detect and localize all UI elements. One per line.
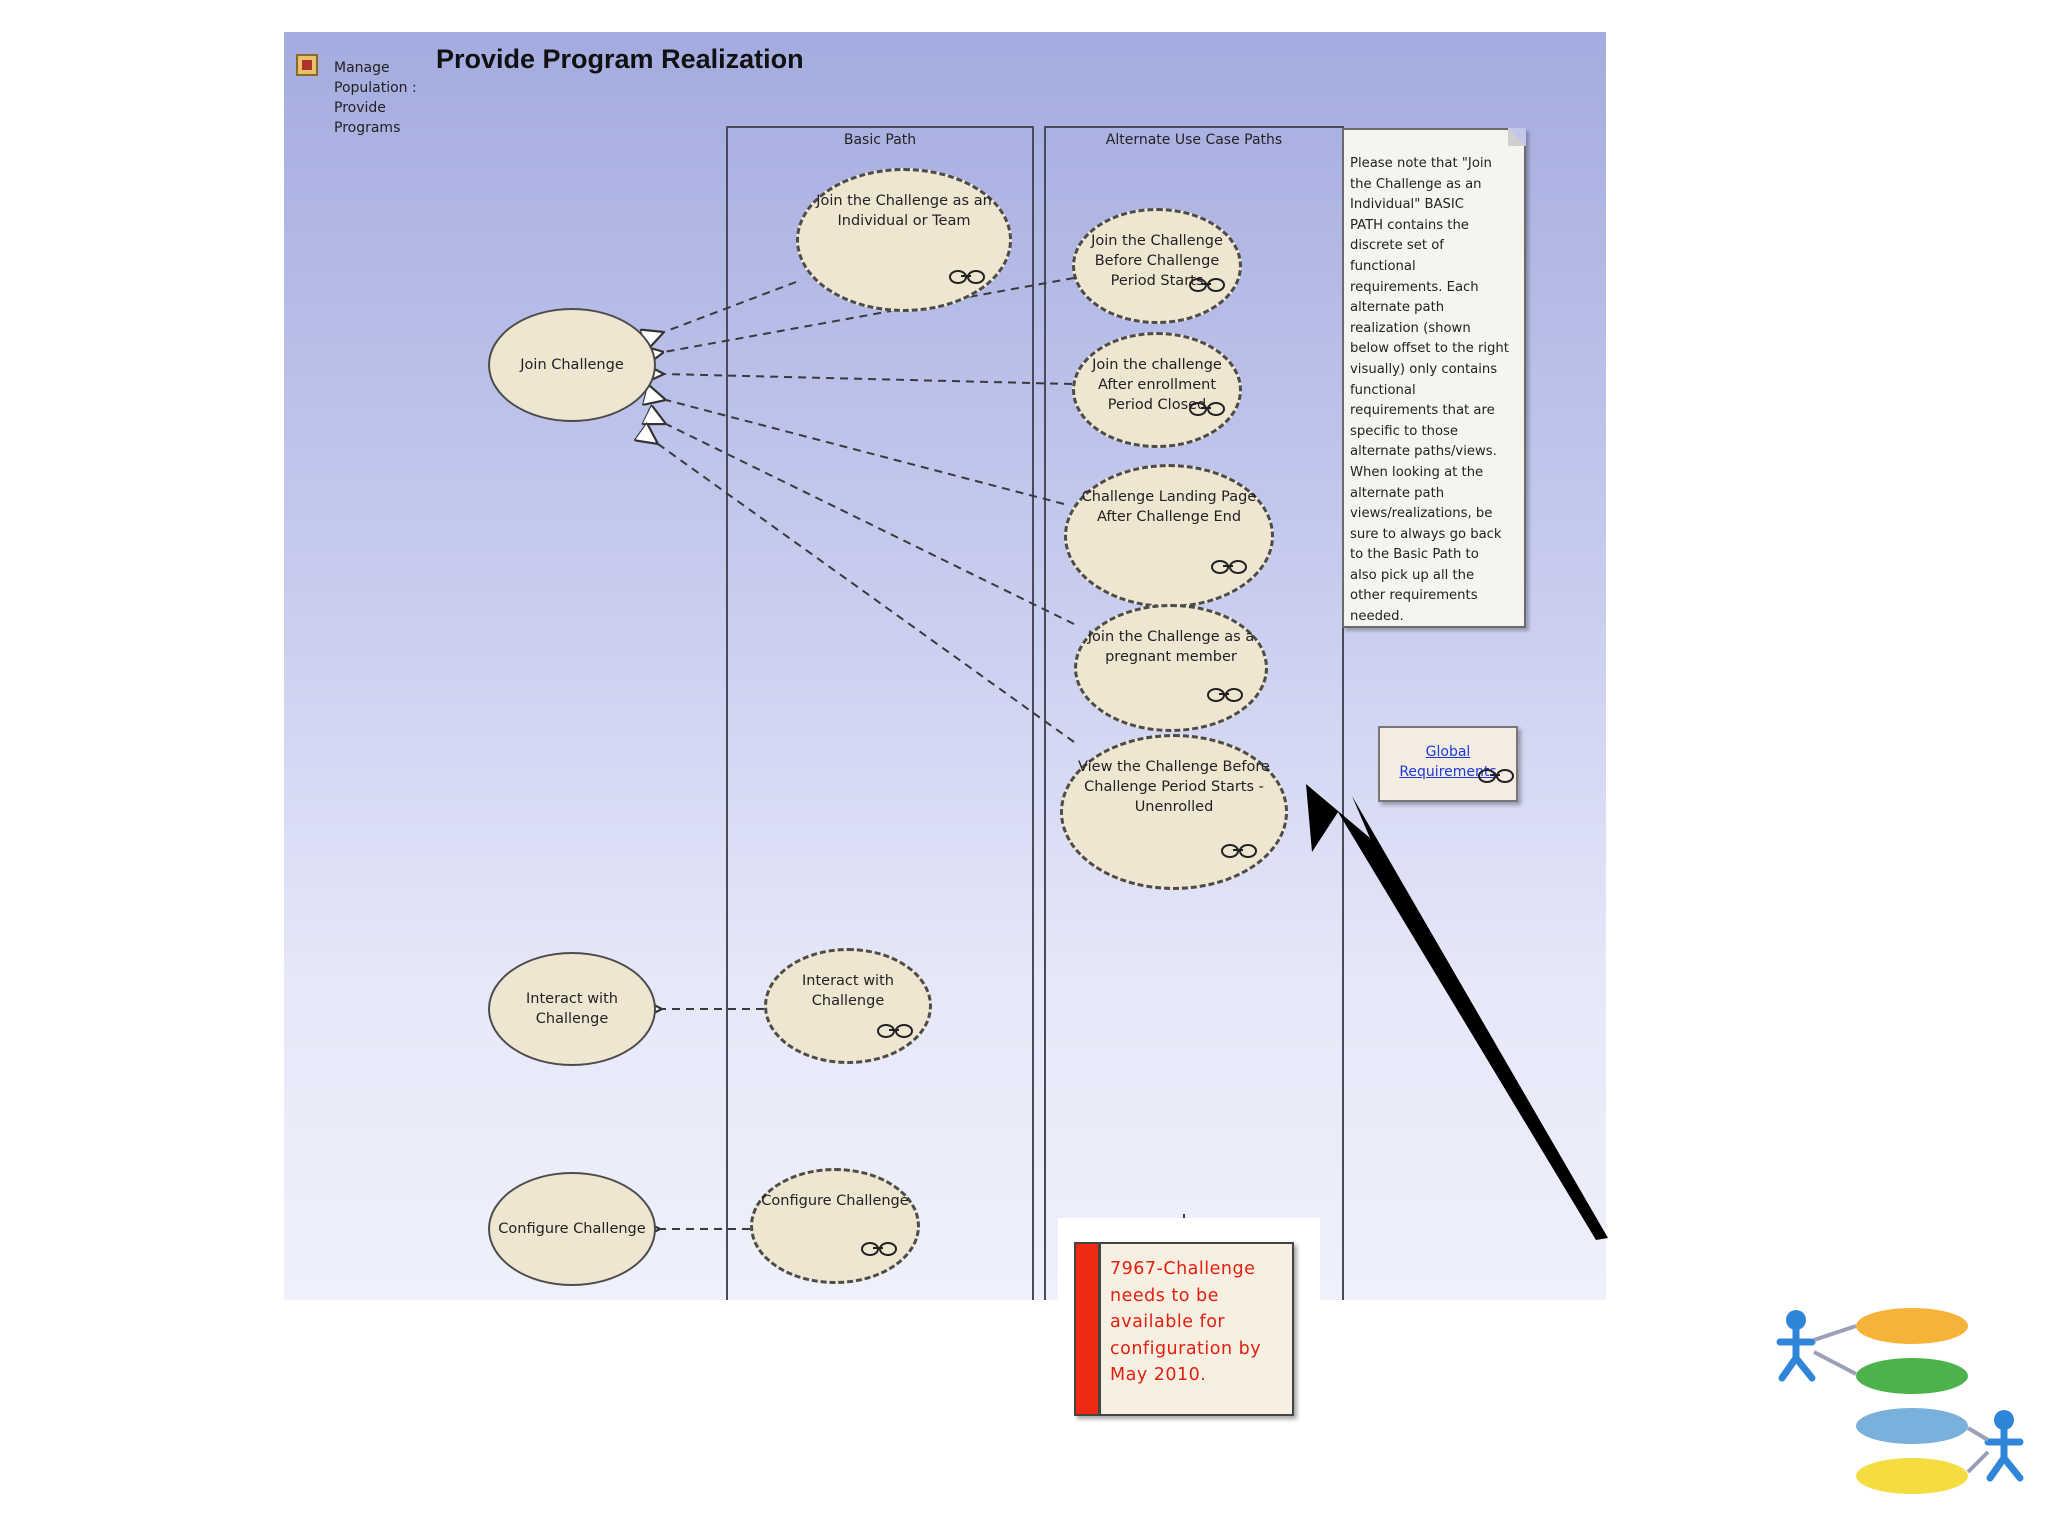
basic-path-lane-title: Basic Path [843,132,917,148]
logo-ellipse-blue [1856,1408,1968,1444]
collaboration-icon [1205,687,1245,702]
alternate-paths-lane: Alternate Use Case Paths [1044,126,1344,1300]
connector-alt-2 [664,374,1073,385]
package-caption: Manage Population : Provide Programs [334,60,417,136]
logo-ellipse-orange [1856,1308,1968,1344]
realization-alt-after-enrollment-closed[interactable]: Join the challenge After enrollment Peri… [1072,332,1242,448]
realization-alt-view-unenrolled[interactable]: View the Challenge Before Challenge Peri… [1060,734,1288,890]
collaboration-icon [859,1241,899,1256]
global-requirements-box: Global Requirements [1378,726,1518,802]
collaboration-icon [1187,401,1227,416]
requirement-stripe [1076,1244,1101,1414]
realization-join-individual-team[interactable]: Join the Challenge as an Individual or T… [796,168,1012,312]
package-icon [296,54,318,76]
realization-alt-landing-after-end[interactable]: Challenge Landing Page After Challenge E… [1064,464,1274,608]
realization-alt-before-period-starts[interactable]: Join the Challenge Before Challenge Peri… [1072,208,1242,324]
logo [1776,1308,2024,1494]
usecase-configure-challenge[interactable]: Configure Challenge [488,1172,656,1286]
pointer-arrow [1306,784,1608,1240]
logo-lines-right [1966,1426,1990,1474]
collaboration-icon [1219,843,1259,858]
connector-alt-4 [666,424,1075,625]
logo-actor-right [1984,1410,2024,1482]
logo-ellipse-yellow [1856,1458,1968,1494]
collaboration-icon [947,269,987,284]
realization-configure-challenge[interactable]: Configure Challenge [750,1168,920,1284]
requirement-note[interactable]: 7967-Challenge needs to be available for… [1074,1242,1294,1416]
diagram-canvas: Manage Population : Provide Programs Pro… [284,32,1606,1300]
collaboration-icon [1209,559,1249,574]
collaboration-icon [875,1023,915,1038]
basic-path-lane: Basic Path [726,126,1034,1300]
connector-alt-5 [658,444,1075,743]
global-requirements-link[interactable]: Global Requirements [1399,744,1497,780]
usecase-join-challenge[interactable]: Join Challenge [488,308,656,422]
collaboration-icon [1476,768,1516,783]
collaboration-icon [1187,277,1227,292]
logo-actor-left [1776,1310,1816,1382]
realization-interact-with-challenge[interactable]: Interact with Challenge [764,948,932,1064]
logo-lines-left [1813,1324,1857,1376]
connector-basic-join [664,281,797,332]
connectors-layer [284,277,1185,1280]
requirement-text: 7967-Challenge needs to be available for… [1110,1259,1262,1385]
usecase-interact-with-challenge[interactable]: Interact with Challenge [488,952,656,1066]
realization-alt-pregnant-member[interactable]: Join the Challenge as a pregnant member [1074,604,1268,732]
logo-ellipse-green [1856,1358,1968,1394]
basic-path-note: Please note that "Join the Challenge as … [1342,128,1526,628]
alternate-paths-lane-title: Alternate Use Case Paths [1105,132,1283,148]
connector-alt-3 [666,400,1065,505]
diagram-title: Provide Program Realization [436,44,804,74]
